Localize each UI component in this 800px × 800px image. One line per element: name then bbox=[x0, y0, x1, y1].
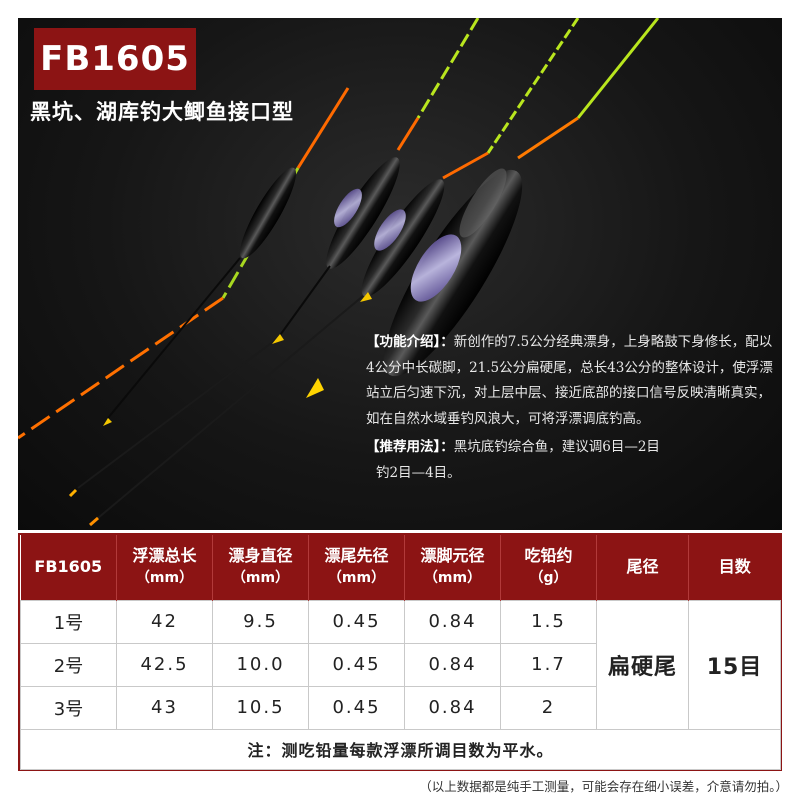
product-description: 【功能介绍】：新创作的7.5公分经典漂身，上身略鼓下身修长，配以4公分中长碳脚，… bbox=[366, 330, 778, 486]
table-row: 1号 42 9.5 0.45 0.84 1.5 扁硬尾 15目 bbox=[20, 599, 781, 730]
cell-marks: 15目 bbox=[688, 599, 781, 730]
header-body-diameter: 漂身直径（mm） bbox=[212, 535, 309, 600]
float-1 bbox=[18, 87, 350, 440]
table-note-row: 注：测吃铅量每款浮漂所调目数为平水。 bbox=[20, 728, 781, 770]
table-row: 3号 43 10.5 0.45 0.84 2 bbox=[20, 685, 781, 730]
header-model: FB1605 bbox=[20, 535, 117, 600]
float-3 bbox=[89, 18, 580, 527]
header-tail-type: 尾径 bbox=[596, 535, 689, 600]
row-label: 2号 bbox=[20, 642, 117, 687]
row-label: 1号 bbox=[20, 599, 117, 644]
header-marks: 目数 bbox=[688, 535, 781, 600]
disclaimer-text: （以上数据都是纯手工测量，可能会存在细小误差，介意请勿拍。） bbox=[419, 779, 788, 794]
cell-tail: 0.45 bbox=[308, 685, 405, 730]
usage-heading: 【推荐用法】： bbox=[366, 439, 454, 455]
row-label: 3号 bbox=[20, 685, 117, 730]
cell-foot: 0.84 bbox=[404, 642, 501, 687]
spec-table: FB1605 浮漂总长（mm） 漂身直径（mm） 漂尾先径（mm） 漂脚元径（m… bbox=[20, 535, 781, 770]
table-row: 2号 42.5 10.0 0.45 0.84 1.7 bbox=[20, 642, 781, 687]
table-note: 注：测吃铅量每款浮漂所调目数为平水。 bbox=[20, 728, 781, 770]
float-2 bbox=[68, 18, 480, 498]
cell-length: 42.5 bbox=[116, 642, 213, 687]
spec-table-container: FB1605 浮漂总长（mm） 漂身直径（mm） 漂尾先径（mm） 漂脚元径（m… bbox=[18, 533, 782, 771]
fishing-floats-illustration bbox=[18, 18, 660, 527]
header-tail-diameter: 漂尾先径（mm） bbox=[308, 535, 405, 600]
product-subtitle: 黑坑、湖库钓大鲫鱼接口型 bbox=[30, 100, 294, 124]
cell-lead: 1.7 bbox=[500, 642, 597, 687]
cell-tail: 0.45 bbox=[308, 642, 405, 687]
table-header-row: FB1605 浮漂总长（mm） 漂身直径（mm） 漂尾先径（mm） 漂脚元径（m… bbox=[20, 535, 781, 600]
function-text: 新创作的7.5公分经典漂身，上身略鼓下身修长，配以4公分中长碳脚，21.5公分扁… bbox=[366, 334, 773, 427]
usage-text-2: 钓2目—4目。 bbox=[376, 464, 461, 481]
model-badge: FB1605 bbox=[34, 28, 196, 90]
header-foot-diameter: 漂脚元径（mm） bbox=[404, 535, 501, 600]
usage-text-1: 黑坑底钓综合鱼，建议调6目—2目 bbox=[453, 439, 660, 455]
float-4 bbox=[306, 18, 660, 398]
cell-lead: 1.5 bbox=[500, 599, 597, 644]
cell-length: 43 bbox=[116, 685, 213, 730]
function-heading: 【功能介绍】： bbox=[366, 334, 454, 350]
header-lead-weight: 吃铅约（g） bbox=[500, 535, 597, 600]
cell-body: 10.5 bbox=[212, 685, 309, 730]
cell-tail: 0.45 bbox=[308, 599, 405, 644]
header-total-length: 浮漂总长（mm） bbox=[116, 535, 213, 600]
usage-paragraph: 【推荐用法】：黑坑底钓综合鱼，建议调6目—2目 bbox=[366, 435, 778, 461]
cell-foot: 0.84 bbox=[404, 599, 501, 644]
function-paragraph: 【功能介绍】：新创作的7.5公分经典漂身，上身略鼓下身修长，配以4公分中长碳脚，… bbox=[366, 330, 778, 432]
cell-body: 9.5 bbox=[212, 599, 309, 644]
product-hero-panel: FB1605 黑坑、湖库钓大鲫鱼接口型 【功能介绍】：新创作的7.5公分经典漂身… bbox=[18, 18, 782, 530]
cell-tail-type: 扁硬尾 bbox=[596, 599, 689, 730]
cell-foot: 0.84 bbox=[404, 685, 501, 730]
model-number: FB1605 bbox=[40, 39, 190, 79]
cell-lead: 2 bbox=[500, 685, 597, 730]
cell-length: 42 bbox=[116, 599, 213, 644]
cell-body: 10.0 bbox=[212, 642, 309, 687]
